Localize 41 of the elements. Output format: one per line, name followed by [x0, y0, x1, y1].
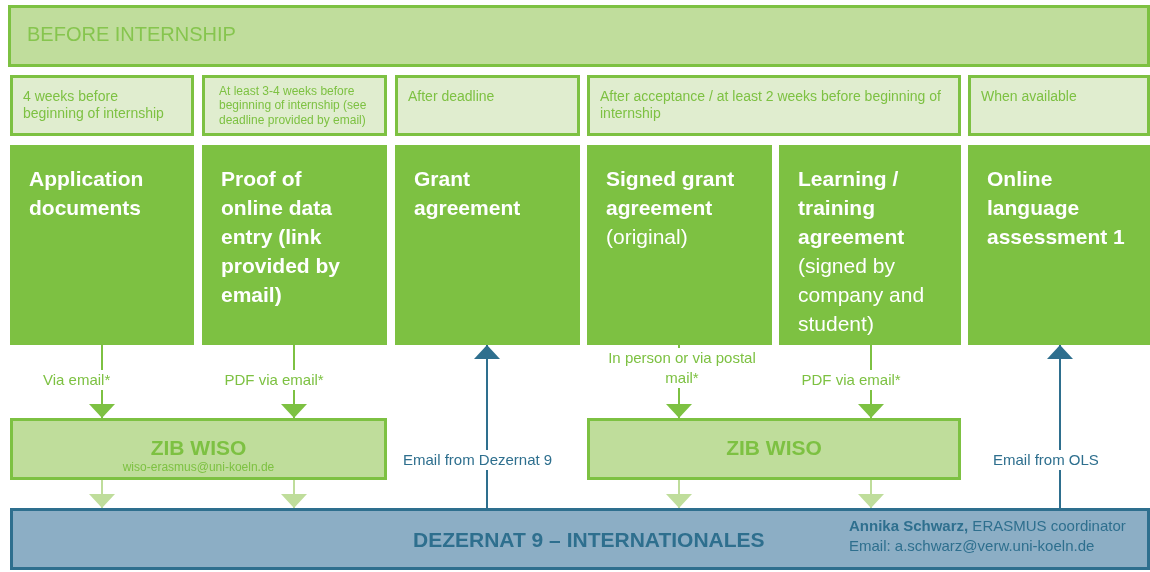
arrow: [89, 479, 115, 509]
timing-text: At least 3-4 weeks before beginning of internship (see deadline provided by email): [219, 84, 368, 128]
timing-box: [395, 75, 580, 136]
office-band: [10, 508, 1150, 570]
timing-box: [10, 75, 194, 136]
document-box: [202, 145, 387, 345]
office-box: [587, 418, 961, 480]
arrow: [858, 479, 884, 509]
document-title: Application documents: [29, 166, 145, 221]
email-address: Email: a.schwarz@verw.uni-koeln.de: [849, 537, 1095, 555]
document-title: Signed grant agreement: [606, 166, 736, 221]
timing-text: After deadline: [408, 88, 496, 105]
document-title: Grant agreement: [414, 166, 522, 221]
timing-box: [968, 75, 1150, 136]
arrow: [1047, 344, 1073, 509]
document-box: [395, 145, 580, 345]
office-box: [10, 418, 387, 480]
office-name: ZIB WISO: [149, 435, 248, 461]
timing-box: [587, 75, 961, 136]
timing-text: When available: [981, 88, 1078, 105]
document-note: (signed by company and student): [798, 253, 926, 337]
document-title: Online language assessment 1: [987, 166, 1126, 250]
document-note: (original): [606, 224, 689, 250]
header-band: [8, 5, 1150, 67]
document-box: [587, 145, 772, 345]
arrow: [281, 479, 307, 509]
document-box: [779, 145, 961, 345]
arrow: [474, 344, 500, 509]
office-name: ZIB WISO: [725, 435, 823, 461]
office-name: DEZERNAT 9 – INTERNATIONALES: [413, 527, 765, 553]
document-title: Learning / training agreement: [798, 166, 906, 250]
document-box: [10, 145, 194, 345]
contact-name: Annika Schwarz, ERASMUS coordinator: [849, 517, 1126, 535]
timing-text: After acceptance / at least 2 weeks before beginning of internship: [600, 88, 942, 122]
section-heading: BEFORE INTERNSHIP: [27, 22, 237, 46]
document-title: Proof of online data entry (link provided by email): [221, 166, 342, 308]
email-address: wiso-erasmus@uni-koeln.de: [121, 460, 276, 475]
arrow: [666, 479, 692, 509]
timing-text: 4 weeks before beginning of internship: [23, 88, 165, 122]
timing-box: [202, 75, 387, 136]
document-box: [968, 145, 1150, 345]
